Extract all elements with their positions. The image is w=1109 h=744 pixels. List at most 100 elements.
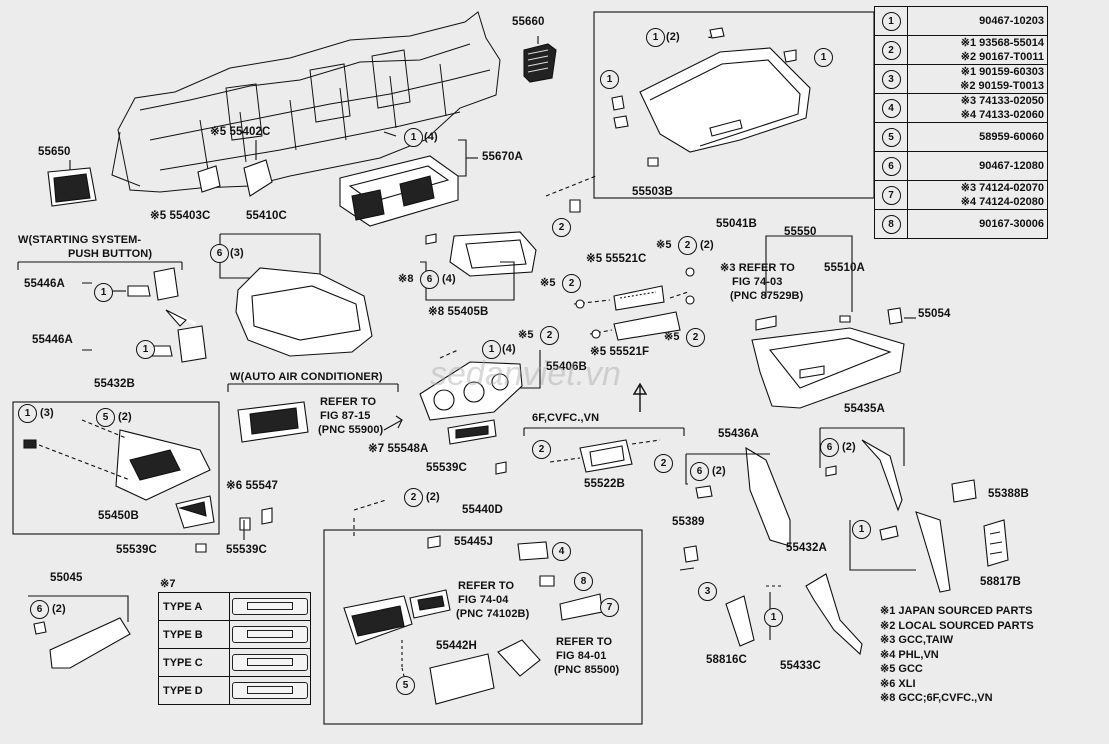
part-55440d: 55440D bbox=[462, 504, 503, 516]
part-55045: 55045 bbox=[50, 572, 83, 584]
part-55670a: 55670A bbox=[482, 151, 523, 163]
part-55521f: ※5 55521F bbox=[590, 346, 650, 358]
callout-qty: (4) bbox=[442, 273, 456, 285]
glove-box-door-55041b-drawing bbox=[639, 47, 811, 153]
part-55522b: 55522B bbox=[584, 478, 625, 490]
legend-part-number: ※2 90159-T0013 bbox=[960, 80, 1044, 92]
callout-circle-5: 5 bbox=[396, 676, 415, 695]
callout-circle-1: 1 bbox=[136, 340, 155, 359]
part-55521c: ※5 55521C bbox=[586, 253, 647, 265]
part-55445j: 55445J bbox=[454, 536, 493, 548]
mark-5: ※5 bbox=[518, 329, 534, 341]
callout-qty: (4) bbox=[424, 131, 438, 143]
types-title: ※7 bbox=[160, 578, 176, 590]
callout-circle-2: 2 bbox=[678, 236, 697, 255]
legend-part-number: 90467-12080 bbox=[979, 160, 1044, 172]
callout-qty: (2) bbox=[426, 491, 440, 503]
legend-part-number: 58959-60060 bbox=[979, 131, 1044, 143]
refer-87-15-2: FIG 87-15 bbox=[320, 410, 371, 422]
part-55406b: 55406B bbox=[546, 361, 587, 373]
part-55450b: 55450B bbox=[98, 510, 139, 522]
type-label: TYPE D bbox=[158, 676, 230, 705]
refer-87-15-3: (PNC 55900) bbox=[318, 424, 384, 436]
vent-55650-drawing bbox=[47, 160, 97, 207]
callout-circle-3: 3 bbox=[698, 582, 717, 601]
legend-number: 1 bbox=[881, 11, 901, 31]
type-row: TYPE D bbox=[158, 676, 311, 705]
type-panel-sketch bbox=[232, 654, 308, 671]
refer-84-01-3: (PNC 85500) bbox=[554, 664, 620, 676]
refer-74-03-3: (PNC 87529B) bbox=[730, 290, 804, 302]
mark-5: ※5 bbox=[540, 277, 556, 289]
part-55547: ※6 55547 bbox=[226, 480, 279, 492]
part-58816c: 58816C bbox=[706, 654, 747, 666]
part-55446a-1: 55446A bbox=[24, 278, 65, 290]
callout-circle-2: 2 bbox=[404, 488, 423, 507]
type-row: TYPE C bbox=[158, 648, 311, 677]
callout-circle-1: 1 bbox=[482, 340, 501, 359]
glove-compartment-55550-drawing bbox=[751, 327, 905, 409]
box-55432b bbox=[12, 401, 220, 535]
callout-circle-4: 4 bbox=[552, 542, 571, 561]
callout-qty: (4) bbox=[502, 343, 516, 355]
type-label: TYPE B bbox=[158, 620, 230, 649]
part-55539c-mid: 55539C bbox=[426, 462, 467, 474]
vent-55660-drawing bbox=[523, 36, 557, 83]
start-system-note-2: PUSH BUTTON) bbox=[68, 248, 153, 260]
type-label: TYPE C bbox=[158, 648, 230, 677]
watermark: sedanviet.vn bbox=[430, 355, 621, 393]
part-55433c: 55433C bbox=[780, 660, 821, 672]
refer-74-04-1: REFER TO bbox=[458, 580, 515, 592]
mark-8: ※8 bbox=[398, 273, 414, 285]
part-55410c: 55410C bbox=[246, 210, 287, 222]
refer-84-01-1: REFER TO bbox=[556, 636, 613, 648]
callout-circle-1: 1 bbox=[18, 404, 37, 423]
callout-circle-2: 2 bbox=[654, 454, 673, 473]
note-line: ※4 PHL,VN bbox=[880, 648, 939, 661]
part-55539c-left: 55539C bbox=[116, 544, 157, 556]
legend-part-number: ※1 93568-55014 bbox=[960, 37, 1044, 49]
legend-number: 8 bbox=[881, 214, 901, 234]
callout-circle-2: 2 bbox=[532, 440, 551, 459]
type-panel-sketch bbox=[232, 682, 308, 699]
mark-5: ※5 bbox=[656, 239, 672, 251]
callout-circle-1: 1 bbox=[764, 608, 783, 627]
refer-74-03-1: ※3 REFER TO bbox=[720, 262, 795, 274]
legend-number: 3 bbox=[881, 69, 901, 89]
legend-row: 3 ※1 90159-60303 ※2 90159-T0013 bbox=[874, 64, 1048, 94]
legend-part-number: ※4 74124-02080 bbox=[960, 196, 1044, 208]
part-55436a: 55436A bbox=[718, 428, 759, 440]
type-label: TYPE A bbox=[158, 592, 230, 621]
callout-circle-2: 2 bbox=[552, 218, 571, 237]
legend-row: 1 90467-10203 bbox=[874, 6, 1048, 36]
clip-55402c-drawing bbox=[243, 159, 273, 197]
part-55388b: 55388B bbox=[988, 488, 1029, 500]
mark-5: ※5 bbox=[664, 331, 680, 343]
part-55432a: 55432A bbox=[786, 542, 827, 554]
callout-qty: (2) bbox=[52, 603, 66, 615]
part-55405b: ※8 55405B bbox=[428, 306, 489, 318]
note-line: ※6 XLI bbox=[880, 677, 916, 690]
legend-part-number: ※1 90159-60303 bbox=[960, 66, 1044, 78]
callout-circle-1: 1 bbox=[404, 128, 423, 147]
legend-part-number: 90467-10203 bbox=[979, 15, 1044, 27]
part-55041b: 55041B bbox=[716, 218, 757, 230]
callout-qty: (2) bbox=[666, 31, 680, 43]
callout-circle-2: 2 bbox=[540, 326, 559, 345]
part-55550: 55550 bbox=[784, 226, 817, 238]
type-row: TYPE B bbox=[158, 620, 311, 649]
part-55442h: 55442H bbox=[436, 640, 477, 652]
callout-circle-1: 1 bbox=[94, 283, 113, 302]
part-55389: 55389 bbox=[672, 516, 705, 528]
part-55435a: 55435A bbox=[844, 403, 885, 415]
dashboard-frame-drawing bbox=[111, 11, 501, 193]
start-bracket bbox=[17, 261, 183, 270]
callout-circle-1: 1 bbox=[814, 48, 833, 67]
note-line: ※1 JAPAN SOURCED PARTS bbox=[880, 605, 1033, 617]
legend-part-number: ※4 74133-02060 bbox=[960, 109, 1044, 121]
callout-circle-6: 6 bbox=[690, 462, 709, 481]
